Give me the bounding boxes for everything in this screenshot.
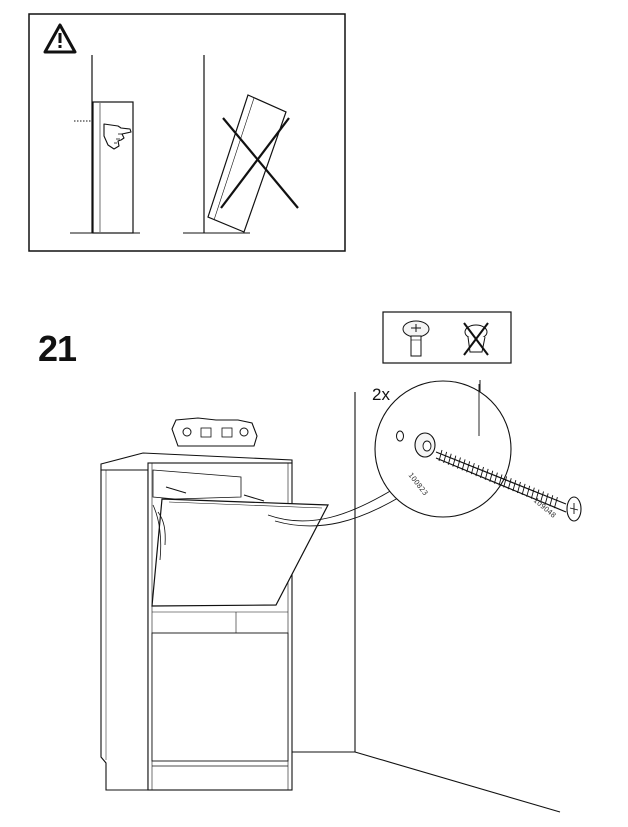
screw-thread-line — [517, 481, 521, 494]
screw-thread-line — [544, 493, 549, 505]
screw-thread-line — [507, 478, 512, 490]
screw-thread-line — [484, 468, 489, 480]
screw-thread-line — [480, 466, 484, 479]
screw-icon — [435, 449, 582, 522]
screw-thread-line — [493, 472, 498, 484]
screw-thread-line — [447, 453, 452, 465]
crossed-drill-icon — [463, 322, 489, 356]
screw-thread-line — [438, 449, 443, 462]
hand-icon — [103, 123, 132, 150]
screw-thread-line — [530, 487, 535, 499]
screw-thread-line — [553, 496, 558, 509]
wall-bracket — [171, 417, 258, 447]
cross-mark-icon — [220, 117, 299, 209]
screw-thread-line — [489, 470, 494, 482]
shoe-cabinet — [100, 452, 329, 791]
screw-thread-line — [540, 491, 544, 503]
correct-placement-figure — [70, 55, 140, 234]
incorrect-placement-figure — [183, 55, 299, 234]
screw-thread-line — [461, 459, 466, 471]
warning-panel — [28, 13, 346, 252]
screw-thread-line — [503, 476, 508, 488]
screw-thread-line — [443, 451, 448, 464]
step-number: 21 — [38, 328, 77, 369]
screw-thread-line — [470, 463, 475, 475]
screw-thread-line — [452, 455, 457, 467]
screw-thread-line — [521, 483, 526, 496]
wall-plug-icon — [396, 430, 404, 442]
screw-thread-line — [549, 495, 554, 507]
tool-hint-box — [382, 311, 512, 364]
washer-icon — [414, 432, 436, 458]
screw-thread-line — [512, 480, 517, 492]
screw-thread-line — [457, 457, 461, 469]
warning-triangle-icon — [43, 23, 77, 54]
screw-thread-line — [498, 474, 503, 486]
screw-thread-line — [475, 464, 480, 477]
screw-thread-line — [535, 489, 540, 501]
screw-part-number: 109048 — [532, 496, 558, 519]
screw-thread-line — [526, 485, 531, 497]
fastener-callout: 100823 — [267, 380, 512, 527]
philips-screw-head-icon — [402, 320, 430, 357]
quantity-label: 2x — [372, 385, 390, 404]
screw-thread-line — [466, 461, 471, 473]
